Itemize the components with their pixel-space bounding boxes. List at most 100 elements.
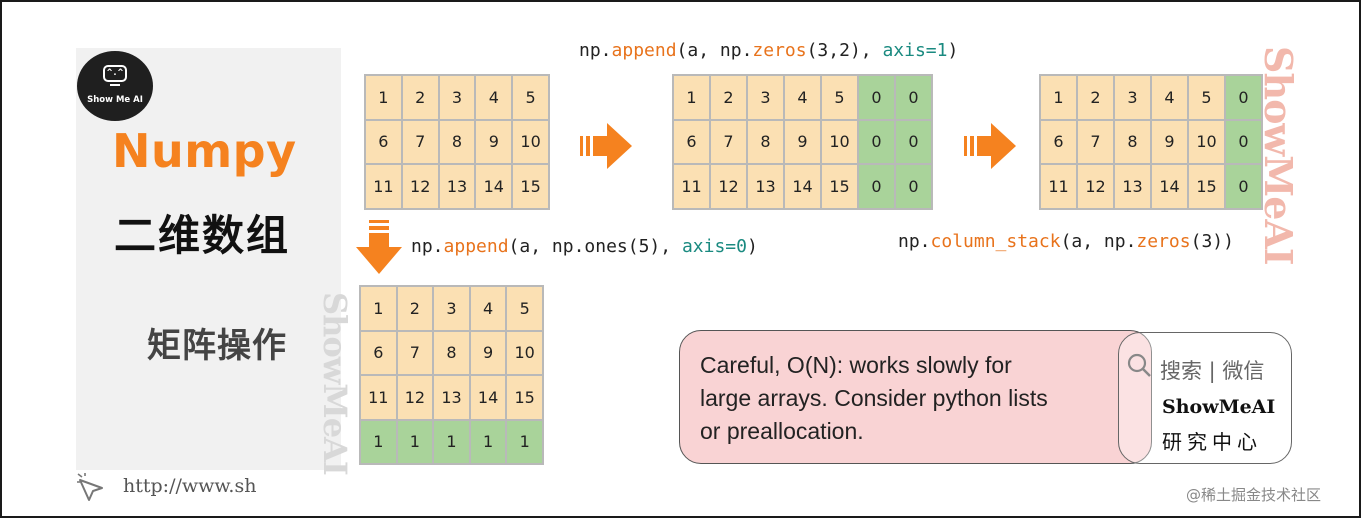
matrix-cell: 9 — [1151, 119, 1188, 165]
note-line: Careful, O(N): works slowly for — [700, 352, 1012, 378]
matrix-cell: 7 — [1077, 119, 1114, 165]
matrix-cell: 1 — [433, 419, 470, 464]
matrix-cell: 2 — [396, 286, 434, 331]
note-line: or preallocation. — [700, 418, 864, 444]
matrix-cell: 7 — [401, 119, 439, 165]
matrix-cell: 0 — [1225, 75, 1262, 120]
matrix-cell: 1 — [469, 419, 507, 464]
matrix-cell: 6 — [673, 119, 710, 165]
matrix-cell: 7 — [396, 330, 434, 375]
note-line: large arrays. Consider python lists — [700, 385, 1048, 411]
matrix-cell: 11 — [1040, 164, 1077, 209]
matrix-cell: 6 — [365, 119, 402, 165]
search-label: 搜索 | 微信 — [1160, 359, 1265, 383]
matrix-cell: 12 — [401, 164, 439, 209]
arrow-right-icon — [964, 123, 1016, 169]
matrix-cell: 11 — [673, 164, 710, 209]
matrix-cell: 0 — [858, 75, 895, 120]
wechat-search-box[interactable] — [1118, 332, 1292, 464]
code-append-axis1: np.append(a, np.zeros(3,2), axis=1) — [579, 40, 959, 61]
matrix-cell: 15 — [821, 164, 858, 209]
matrix-cell: 13 — [433, 375, 470, 420]
matrix-cell: 0 — [1225, 119, 1262, 165]
matrix-cell: 2 — [1077, 75, 1114, 120]
watermark-right: ShowMeAI — [1256, 46, 1301, 265]
matrix-cell: 7 — [710, 119, 747, 165]
cursor-click-icon — [77, 473, 103, 501]
code-column-stack: np.column_stack(a, np.zeros(3)) — [898, 231, 1234, 252]
arrow-down-icon — [356, 220, 402, 274]
matrix-cell: 12 — [710, 164, 747, 209]
matrix-cell: 12 — [396, 375, 434, 420]
search-icon — [1127, 353, 1151, 377]
matrix-cell: 4 — [1151, 75, 1188, 120]
matrix-cell: 8 — [1114, 119, 1151, 165]
brand-name: ShowMeAI — [1162, 396, 1276, 418]
brand-subtitle: 研究中心 — [1162, 430, 1262, 454]
matrix-cell: 6 — [1040, 119, 1077, 165]
matrix-cell: 4 — [469, 286, 507, 331]
matrix-cell: 0 — [1225, 164, 1262, 209]
matrix-cell: 5 — [512, 75, 549, 120]
matrix-cell: 1 — [396, 419, 434, 464]
matrix-cell: 5 — [1188, 75, 1225, 120]
footer-credit: @稀土掘金技术社区 — [1186, 486, 1322, 504]
matrix-cell: 10 — [821, 119, 858, 165]
matrix-cell: 0 — [895, 164, 932, 209]
matrix-cell: 1 — [673, 75, 710, 120]
matrix-cell: 13 — [1114, 164, 1151, 209]
matrix-cell: 8 — [438, 119, 476, 165]
matrix-cell: 14 — [475, 164, 513, 209]
matrix-cell: 3 — [1114, 75, 1151, 120]
matrix-cell: 9 — [475, 119, 513, 165]
matrix-cell: 3 — [747, 75, 784, 120]
subtitle-chinese: 矩阵操作 — [147, 326, 287, 366]
matrix-cell: 0 — [858, 119, 895, 165]
matrix-cell: 0 — [895, 119, 932, 165]
matrix-cell: 5 — [821, 75, 858, 120]
matrix-cell: 3 — [438, 75, 476, 120]
website-link[interactable]: http://www.sh — [123, 475, 257, 497]
matrix-cell: 4 — [784, 75, 821, 120]
matrix-cell: 15 — [1188, 164, 1225, 209]
watermark-left: ShowMeAI — [316, 292, 354, 475]
matrix-cell: 14 — [1151, 164, 1188, 209]
showmeai-logo: ^.^ Show Me AI — [77, 51, 153, 121]
code-append-axis0: np.append(a, np.ones(5), axis=0) — [411, 236, 758, 257]
matrix-cell: 11 — [365, 164, 402, 209]
matrix-cell: 9 — [784, 119, 821, 165]
matrix-cell: 11 — [360, 375, 397, 420]
matrix-cell: 5 — [506, 286, 543, 331]
matrix-cell: 2 — [710, 75, 747, 120]
matrix-cell: 13 — [747, 164, 784, 209]
matrix-cell: 10 — [506, 330, 543, 375]
matrix-cell: 1 — [506, 419, 543, 464]
title-chinese: 二维数组 — [114, 211, 291, 260]
matrix-cell: 15 — [512, 164, 549, 209]
matrix-cell: 1 — [365, 75, 402, 120]
matrix-cell: 8 — [747, 119, 784, 165]
matrix-cell: 1 — [360, 286, 397, 331]
performance-note: Careful, O(N): works slowly for large ar… — [679, 330, 1152, 464]
matrix-cell: 1 — [1040, 75, 1077, 120]
matrix-cell: 0 — [858, 164, 895, 209]
matrix-cell: 13 — [438, 164, 476, 209]
matrix-cell: 9 — [469, 330, 507, 375]
robot-face-icon: ^.^ — [103, 65, 127, 82]
matrix-cell: 10 — [512, 119, 549, 165]
matrix-cell: 6 — [360, 330, 397, 375]
matrix-cell: 15 — [506, 375, 543, 420]
matrix-cell: 4 — [475, 75, 513, 120]
page-title: Numpy — [112, 124, 297, 178]
matrix-cell: 3 — [433, 286, 470, 331]
matrix-cell: 14 — [469, 375, 507, 420]
matrix-cell: 1 — [360, 419, 397, 464]
matrix-cell: 2 — [401, 75, 439, 120]
matrix-cell: 12 — [1077, 164, 1114, 209]
matrix-cell: 0 — [895, 75, 932, 120]
